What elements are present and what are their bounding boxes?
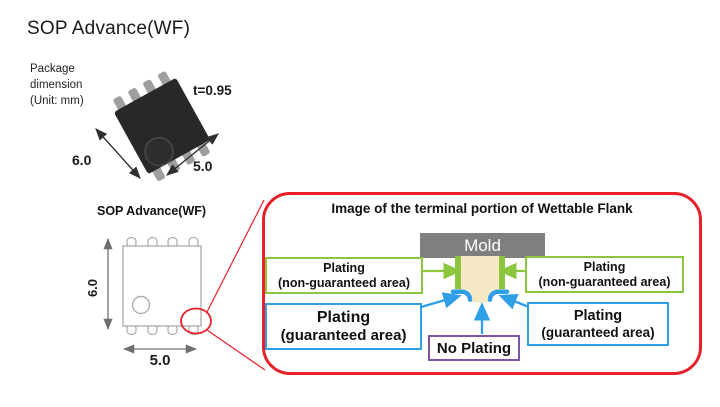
package-dimension-note: Package dimension (Unit: mm) — [30, 62, 84, 110]
thickness-label: t=0.95 — [193, 83, 232, 98]
plating-sublabel: (non-guaranteed area) — [278, 275, 410, 290]
iso-side-dim-label: 6.0 — [72, 152, 92, 168]
plating-strip-right — [499, 256, 505, 289]
top-view-body — [122, 245, 202, 327]
iso-package-body-group — [113, 71, 210, 181]
plating-sublabel: (guaranteed area) — [280, 327, 407, 345]
plating-label: Plating — [583, 259, 626, 274]
plating-non-guaranteed-box-right: Plating (non-guaranteed area) — [525, 256, 684, 293]
package-note-line: dimension — [30, 78, 83, 91]
terminal-lead-figure — [450, 256, 510, 303]
top-view-pins — [126, 236, 199, 336]
wettable-flank-detail-panel: Image of the terminal portion of Wettabl… — [262, 192, 702, 375]
top-view-height-dim-label: 6.0 — [85, 279, 100, 297]
plating-sublabel: (guaranteed area) — [541, 324, 655, 340]
top-view-pin1-circle — [131, 295, 151, 315]
dim-arrow-6mm-iso — [95, 128, 141, 179]
magnifier-line-top — [206, 199, 265, 313]
no-plating-label: No Plating — [436, 339, 512, 357]
blue-arrow-left — [420, 292, 462, 309]
iso-package-body — [114, 78, 210, 174]
package-note-line: (Unit: mm) — [30, 94, 84, 107]
lead-body — [455, 256, 505, 290]
plating-non-guaranteed-box-left: Plating (non-guaranteed area) — [265, 257, 423, 294]
pin1-indicator-circle — [144, 136, 174, 167]
plating-label: Plating — [316, 308, 371, 326]
plating-sublabel: (non-guaranteed area) — [538, 274, 671, 289]
magnifier-ellipse — [180, 307, 212, 335]
mold-block: Mold — [420, 233, 545, 258]
plating-label: Plating — [573, 307, 623, 324]
top-view-figure: 6.0 5.0 — [85, 236, 202, 369]
wettable-flank-plating-right — [487, 289, 510, 302]
no-plating-box: No Plating — [428, 335, 520, 361]
detail-panel-title: Image of the terminal portion of Wettabl… — [331, 201, 633, 216]
dim-arrow-5mm-iso — [166, 133, 219, 176]
plating-strip-left — [455, 256, 461, 289]
blue-arrow-right — [498, 294, 530, 310]
plating-label: Plating — [323, 260, 365, 275]
iso-front-dim-label: 5.0 — [193, 158, 213, 174]
wettable-flank-plating-left — [450, 289, 473, 302]
no-plating-tongue — [467, 290, 493, 303]
plating-guaranteed-box-right: Plating (guaranteed area) — [527, 302, 669, 346]
package-note-line: Package — [30, 63, 75, 75]
magnifier-line-bottom — [206, 329, 266, 371]
iso-package-pins — [113, 71, 210, 181]
top-view-title: SOP Advance(WF) — [97, 204, 207, 218]
plating-guaranteed-box-left: Plating (guaranteed area) — [265, 303, 422, 350]
page-title: SOP Advance(WF) — [27, 18, 191, 39]
top-view-width-dim-label: 5.0 — [150, 352, 171, 369]
